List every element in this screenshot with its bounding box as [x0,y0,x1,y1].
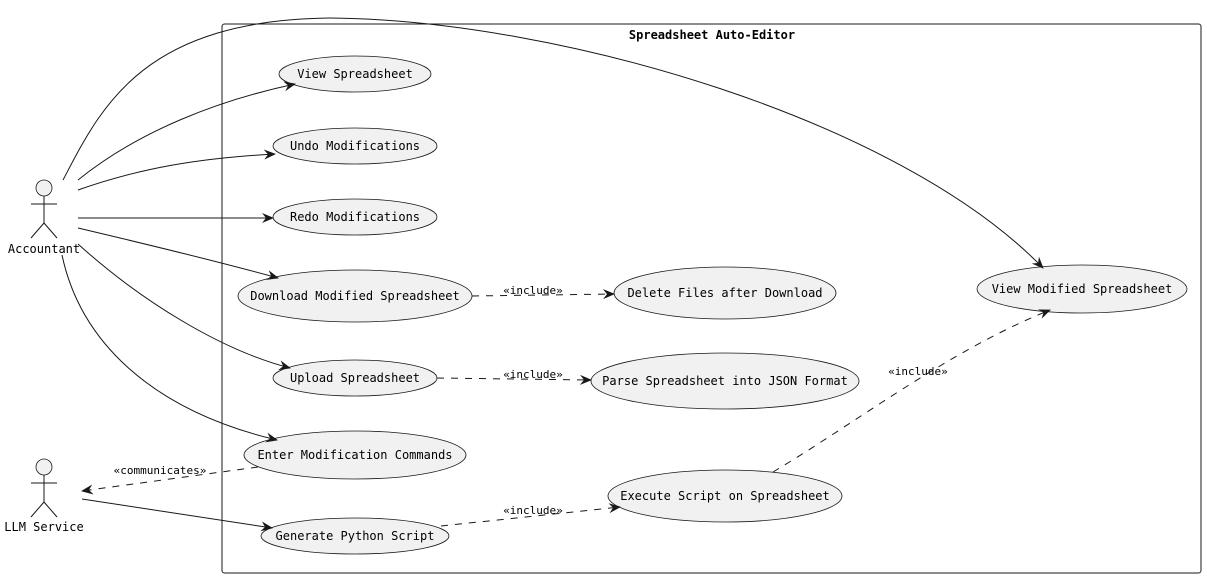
use-case-label: Generate Python Script [276,529,435,543]
actor-head-icon [35,179,53,197]
actor-left-leg [30,222,45,239]
use-case-delete-files-after-download[interactable]: Delete Files after Download [613,266,837,320]
assoc-accountant-enter [61,254,278,443]
actor-label-accountant: Accountant [8,242,80,256]
include-label: «include» [503,284,563,297]
use-case-label: Enter Modification Commands [257,448,452,462]
use-case-view-spreadsheet[interactable]: View Spreadsheet [278,55,432,93]
assoc-accountant-undo [77,149,276,191]
include-label: «include» [888,365,948,378]
actor-accountant[interactable]: Accountant [8,179,80,256]
use-case-undo-modifications[interactable]: Undo Modifications [272,127,438,165]
communicates-link [81,466,259,495]
assoc-accountant-view-modified [62,17,1044,269]
assoc-llm-generate [81,498,273,532]
use-case-generate-python-script[interactable]: Generate Python Script [260,517,450,555]
actor-label-llm-service: LLM Service [4,520,83,534]
assoc-accountant-upload [77,243,291,371]
actor-right-leg [43,501,58,518]
system-title: Spreadsheet Auto-Editor [629,28,795,42]
include-upload-parse [436,374,592,385]
use-case-label: Undo Modifications [290,139,420,153]
communicates-label: «communicates» [114,464,207,477]
actor-right-leg [43,222,58,239]
use-case-label: View Spreadsheet [297,67,413,81]
use-case-execute-script[interactable]: Execute Script on Spreadsheet [607,469,843,523]
include-label: «include» [503,504,563,517]
actor-head-icon [35,458,53,476]
use-case-label: Upload Spreadsheet [290,371,420,385]
assoc-accountant-download [77,227,279,280]
use-case-label: Parse Spreadsheet into JSON Format [602,374,848,388]
system-boundary [221,23,1202,574]
assoc-accountant-view [77,81,296,181]
use-case-view-modified-spreadsheet[interactable]: View Modified Spreadsheet [976,264,1188,314]
include-download-delete [471,289,615,300]
use-case-parse-spreadsheet-json[interactable]: Parse Spreadsheet into JSON Format [590,352,860,410]
include-execute-view-modified [772,309,1051,473]
use-case-label: Delete Files after Download [627,286,822,300]
actor-llm-service[interactable]: LLM Service [4,458,84,534]
use-case-enter-modification-commands[interactable]: Enter Modification Commands [243,430,467,480]
actor-left-leg [30,501,45,518]
use-case-label: Download Modified Spreadsheet [250,289,460,303]
use-case-label: View Modified Spreadsheet [992,282,1173,296]
use-case-label: Redo Modifications [290,210,420,224]
include-generate-execute [440,503,621,527]
use-case-label: Execute Script on Spreadsheet [620,489,830,503]
use-case-download-modified-spreadsheet[interactable]: Download Modified Spreadsheet [237,269,473,323]
use-case-upload-spreadsheet[interactable]: Upload Spreadsheet [272,359,438,397]
include-label: «include» [503,368,563,381]
use-case-redo-modifications[interactable]: Redo Modifications [272,198,438,236]
